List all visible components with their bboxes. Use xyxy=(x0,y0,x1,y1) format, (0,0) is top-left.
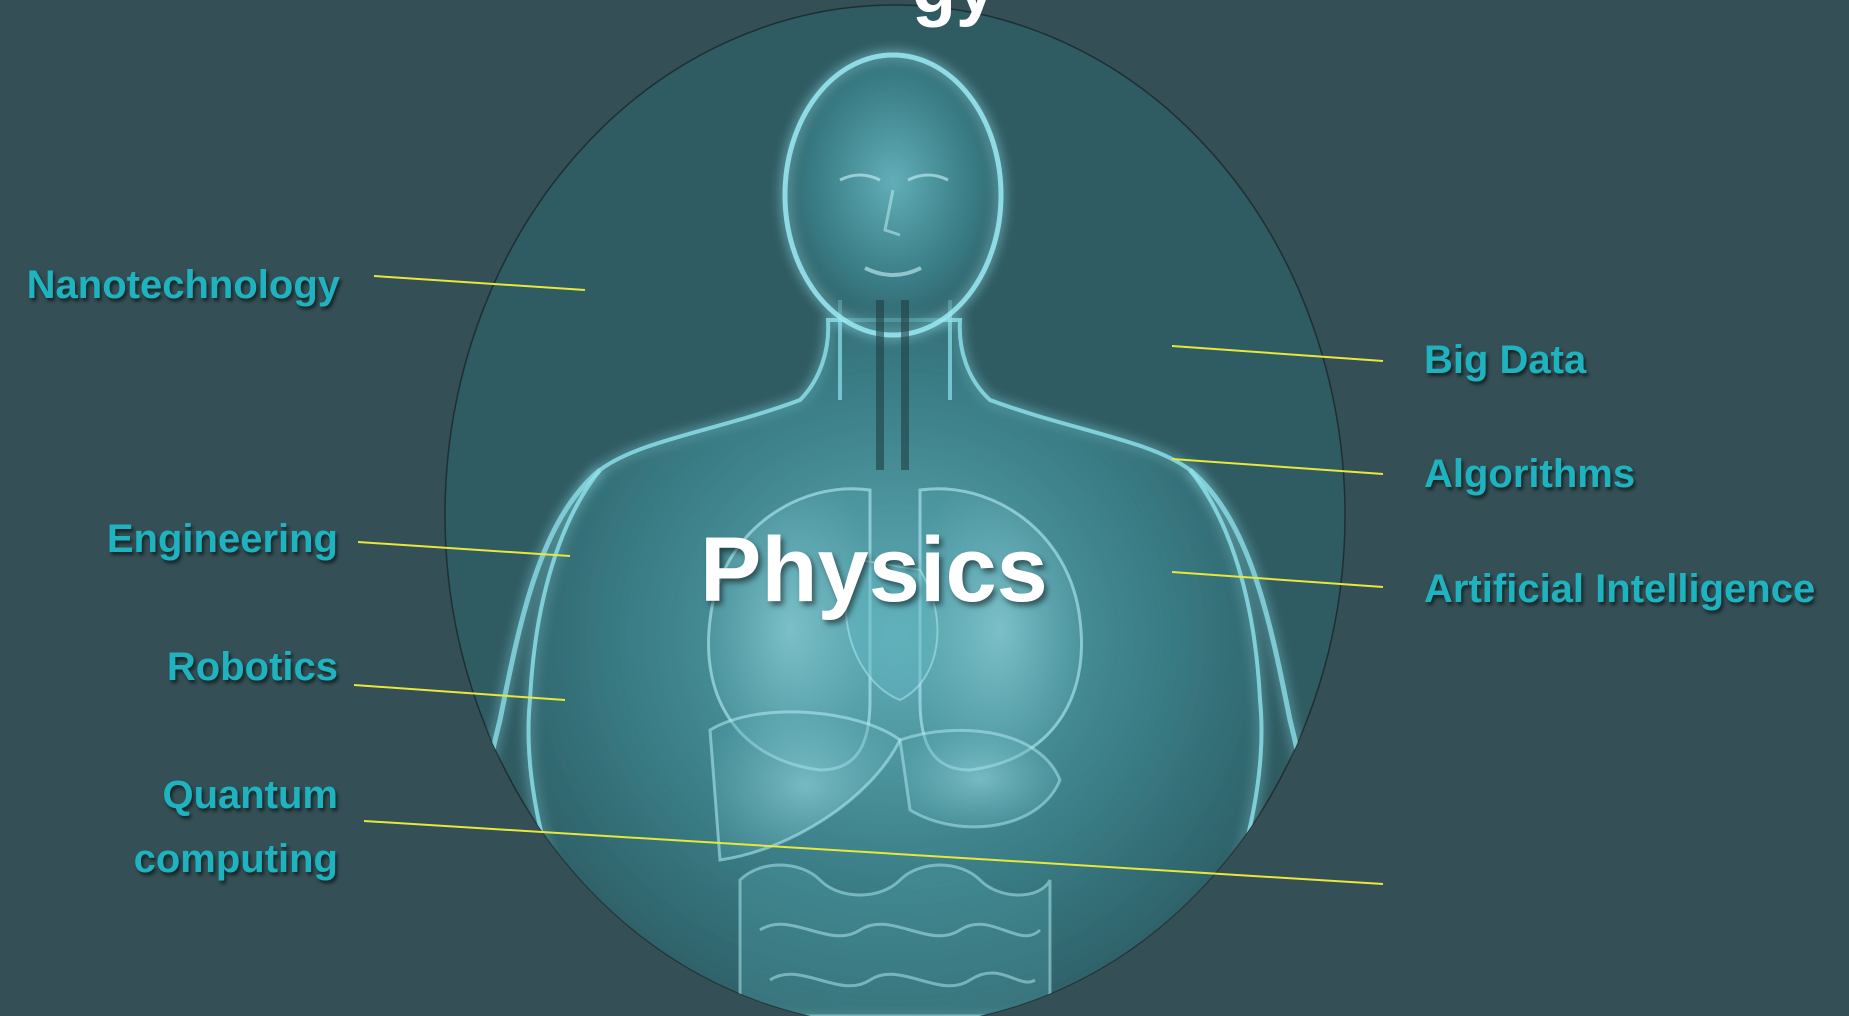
center-label-physics: Physics xyxy=(700,510,1040,630)
label-artificial-intelligence: Artificial Intelligence xyxy=(1424,557,1815,621)
label-quantum-computing-line2: computing xyxy=(10,827,338,891)
slide-title-fragment: gy xyxy=(894,0,1014,28)
label-robotics: Robotics xyxy=(10,635,338,699)
label-big-data: Big Data xyxy=(1424,328,1586,392)
label-engineering: Engineering xyxy=(10,507,338,571)
label-quantum-computing-line1: Quantum xyxy=(10,763,338,827)
label-algorithms: Algorithms xyxy=(1424,442,1635,506)
label-nanotechnology: Nanotechnology xyxy=(10,253,340,317)
